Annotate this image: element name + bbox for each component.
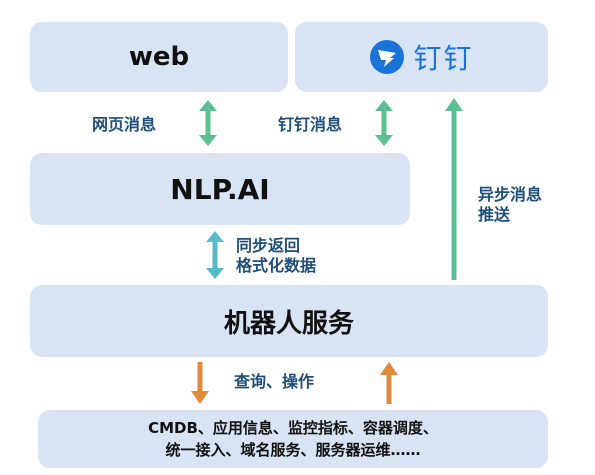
sync-return-label: 同步返回 格式化数据 [236,236,316,276]
nlp-ai-box: NLP.AI [30,153,410,225]
dingtalk-message-label: 钉钉消息 [278,115,343,134]
query-operate-label: 查询、操作 [234,372,315,391]
async-push-line-2: 推送 [478,205,511,224]
sync-return-line-1: 同步返回 [236,236,301,255]
web-box-label: web [128,42,190,72]
sync-return-line-2: 格式化数据 [236,256,317,275]
backend-services-line-1: CMDB、应用信息、监控指标、容器调度、 [148,419,438,437]
async-push-label: 异步消息 推送 [478,185,542,225]
nlp-robot-bidirectional-arrow [206,231,224,279]
dingtalk-label: 钉钉 [413,42,474,75]
backend-services-box: CMDB、应用信息、监控指标、容器调度、 统一接入、域名服务、服务器运维…… [38,410,548,468]
web-box: web [30,22,288,92]
async-push-arrow [445,98,463,280]
async-push-line-1: 异步消息 [478,185,543,204]
query-down-arrow [191,362,209,404]
dingtalk-logo-icon [370,40,405,74]
operation-up-arrow [380,362,398,404]
robot-service-label: 机器人服务 [223,308,354,339]
robot-service-box: 机器人服务 [30,285,548,357]
web-message-label: 网页消息 [92,115,157,134]
dingtalk-nlp-bidirectional-arrow [375,100,393,146]
dingtalk-box: 钉钉 [295,22,548,92]
backend-services-line-2: 统一接入、域名服务、服务器运维…… [165,441,421,459]
nlp-ai-label: NLP.AI [170,172,270,206]
web-nlp-bidirectional-arrow [199,100,217,146]
dingtalk-logo: 钉钉 [369,37,473,77]
